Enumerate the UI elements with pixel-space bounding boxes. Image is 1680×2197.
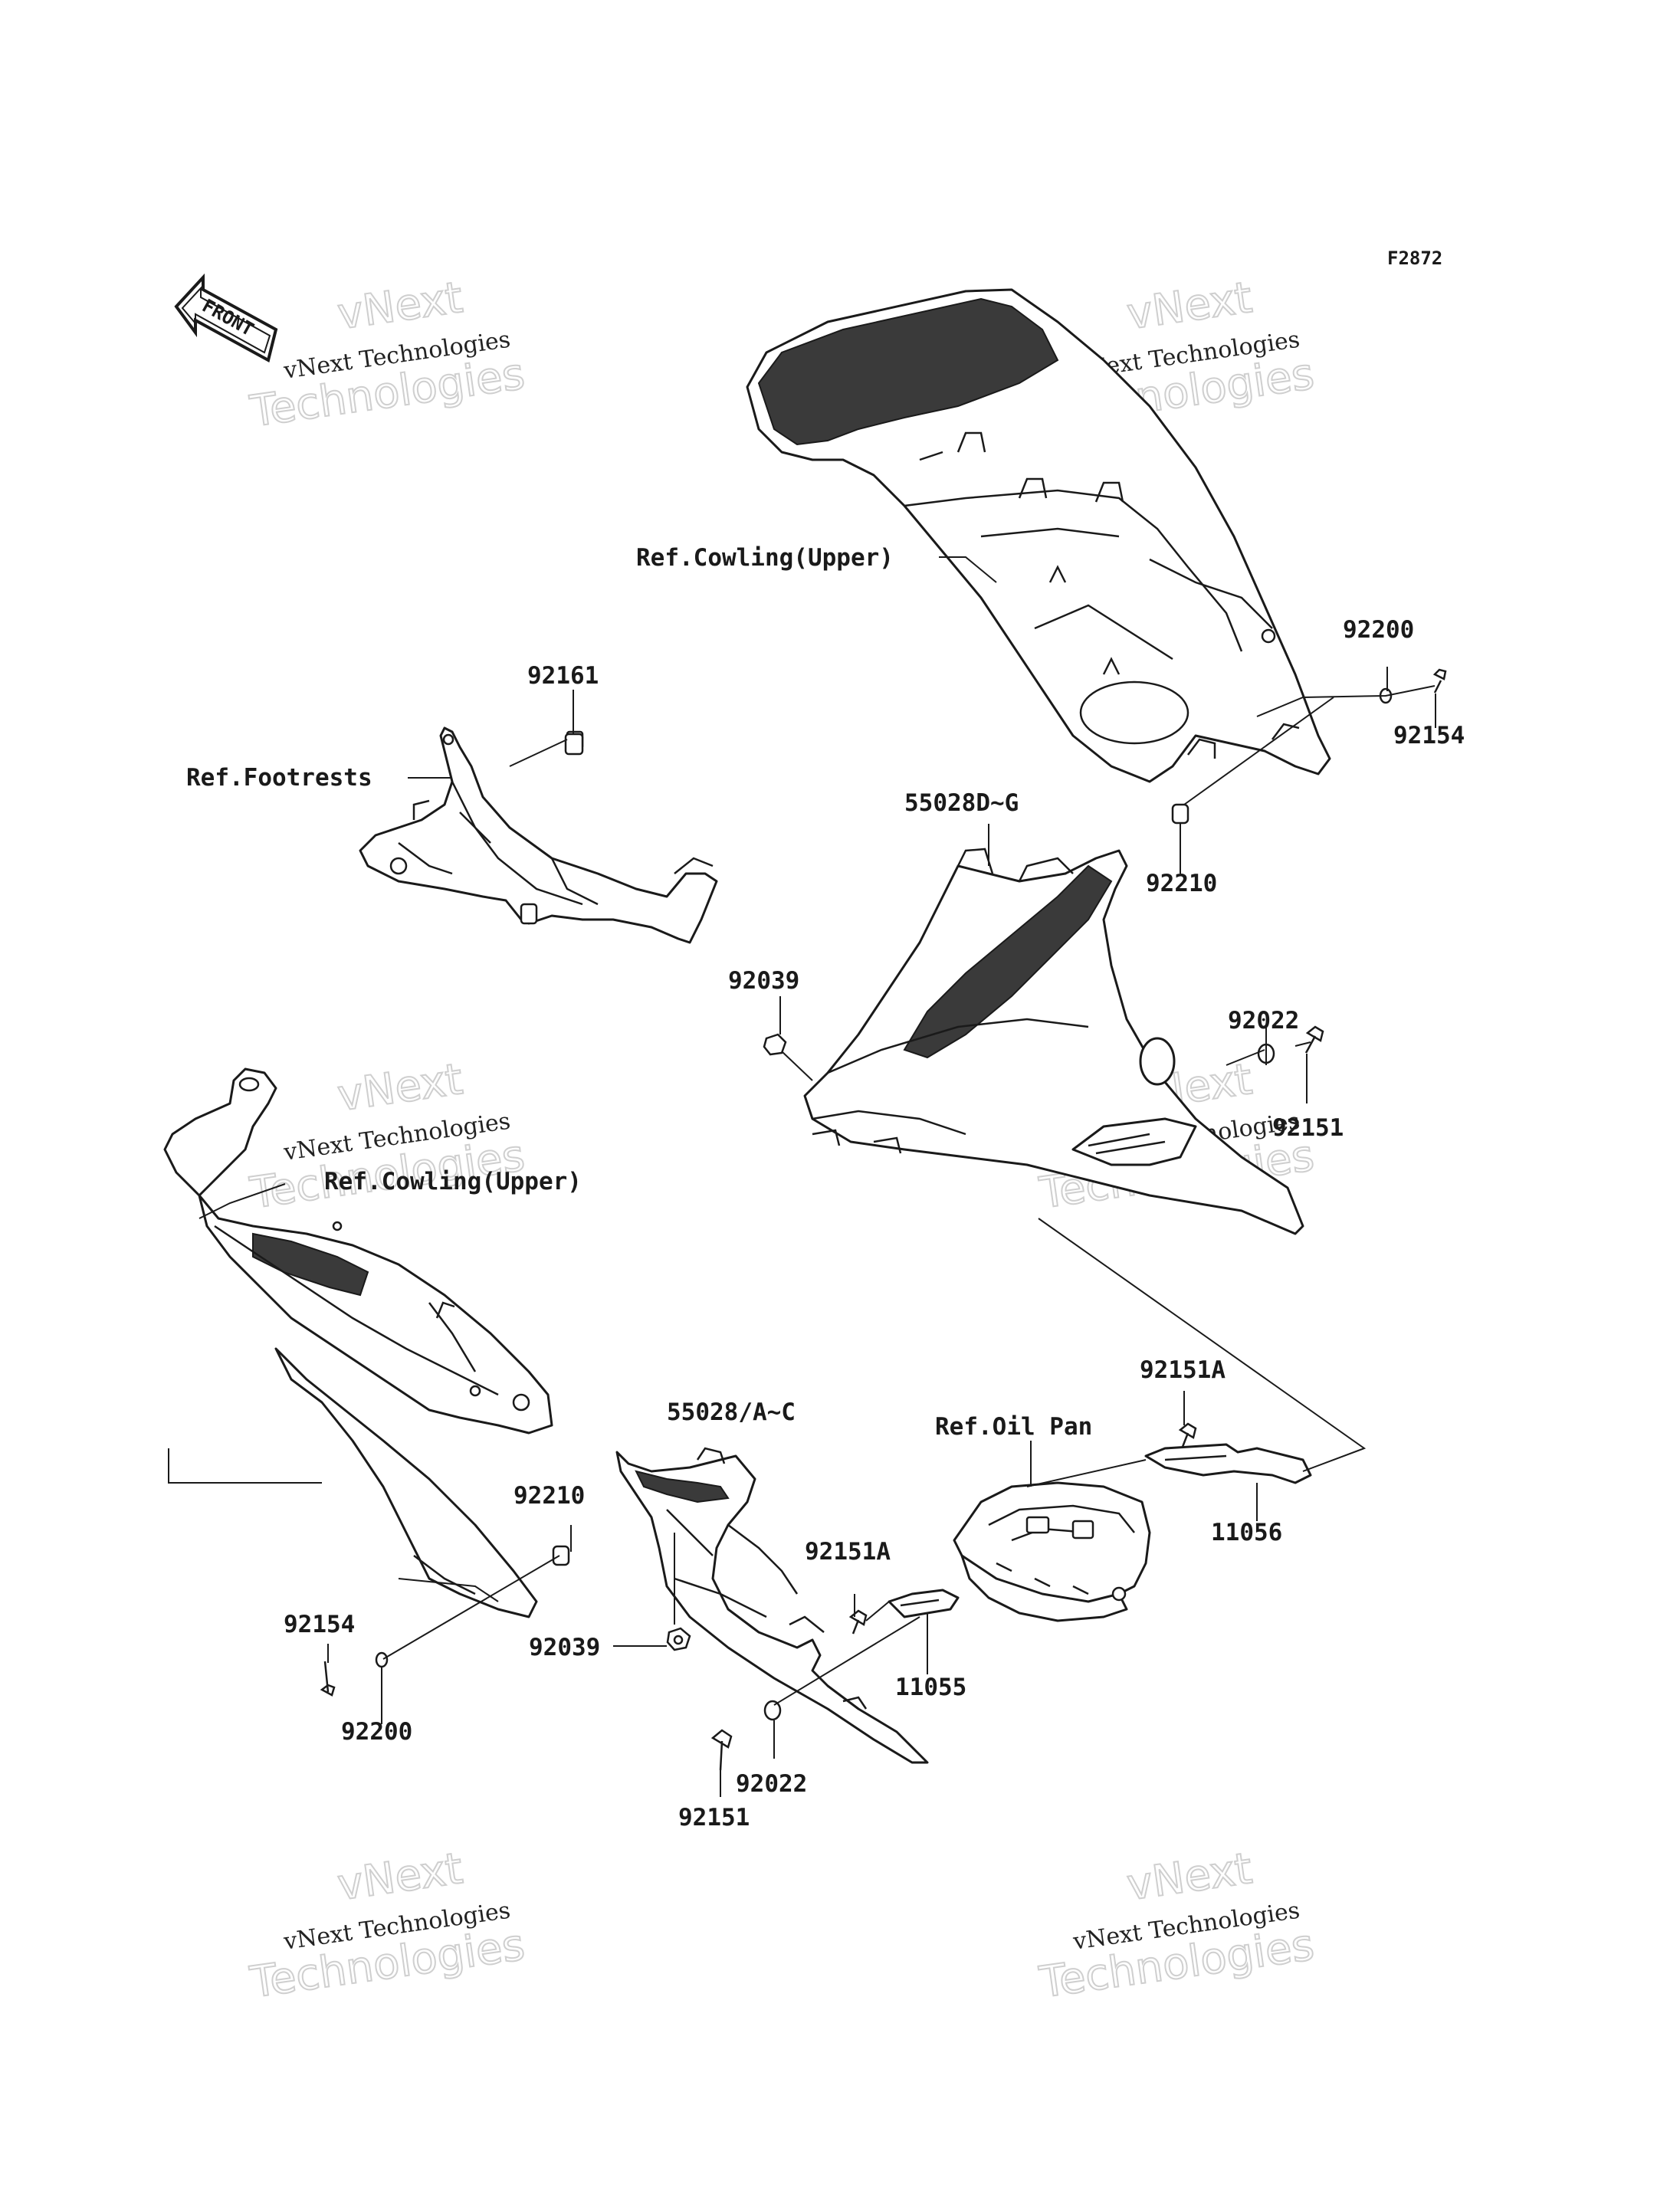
bracket-11056-drawing [1144, 1443, 1312, 1484]
hardware-92151-a [1304, 1025, 1324, 1054]
part-92210-label-b: 92210 [514, 1482, 585, 1510]
lower-cowling-right-drawing [803, 848, 1304, 1235]
hardware-92154-a [1432, 668, 1447, 694]
oil-pan-drawing [953, 1481, 1151, 1622]
hardware-92039-b [666, 1627, 691, 1651]
part-92151-label-b: 92151 [678, 1804, 750, 1831]
part-92022-label-b: 92022 [736, 1770, 807, 1798]
svg-text:vNext: vNext [1124, 273, 1255, 339]
ref-cowling-upper-label-a: Ref.Cowling(Upper) [636, 544, 894, 572]
leader-lines [168, 556, 1436, 1797]
part-92200-label-a: 92200 [1343, 616, 1414, 644]
svg-text:vNext: vNext [335, 1054, 466, 1121]
part-92151A-label-a: 92151A [1140, 1356, 1226, 1384]
ref-oil-pan-label: Ref.Oil Pan [935, 1413, 1092, 1441]
part-55028-ac-label: 55028/A~C [667, 1399, 796, 1426]
part-11055-label: 11055 [895, 1674, 966, 1701]
ref-footrests-label: Ref.Footrests [186, 764, 372, 792]
svg-text:vNext: vNext [1124, 1844, 1255, 1910]
part-92210-label-a: 92210 [1146, 870, 1217, 897]
hardware-92154-b [320, 1661, 336, 1697]
upper-cowling-left-drawing [163, 1067, 553, 1618]
bracket-11055-drawing [888, 1589, 960, 1618]
hardware-92151-b [710, 1729, 733, 1771]
part-92151A-label-b: 92151A [805, 1538, 891, 1566]
upper-cowling-right-drawing [746, 288, 1331, 783]
hardware-92210-b [552, 1545, 570, 1566]
part-92039-label-b: 92039 [529, 1634, 600, 1661]
footrest-bracket-drawing [359, 726, 718, 944]
svg-text:vNext: vNext [335, 1844, 466, 1910]
hardware-92151A-a [1178, 1422, 1197, 1448]
hardware-92200-b [375, 1651, 389, 1668]
diagram-code: F2872 [1387, 248, 1442, 269]
part-92039-label-a: 92039 [728, 967, 799, 995]
part-92022-label-a: 92022 [1228, 1007, 1299, 1035]
watermark-bottom-right: vNext vNext Technologies Technologies [1035, 1843, 1317, 2008]
part-92154-label-b: 92154 [284, 1611, 355, 1638]
lower-cowling-left-drawing [615, 1447, 929, 1764]
hardware-92151A-b [848, 1609, 868, 1635]
front-arrow-icon: FRONT [174, 273, 278, 362]
part-92161-label: 92161 [527, 662, 599, 690]
watermark-bottom-left: vNext vNext Technologies Technologies [246, 1843, 528, 2008]
watermark-top-left: vNext vNext Technologies Technologies [246, 272, 528, 438]
part-92200-label-b: 92200 [341, 1718, 412, 1746]
part-92154-label-a: 92154 [1393, 722, 1465, 749]
hardware-92039-a [763, 1033, 787, 1056]
hardware-92022-b [763, 1700, 782, 1721]
svg-text:vNext: vNext [335, 273, 466, 339]
part-92151-label-a: 92151 [1272, 1114, 1344, 1142]
ref-cowling-upper-label-b: Ref.Cowling(Upper) [324, 1168, 582, 1195]
hardware-92210-a [1171, 803, 1189, 825]
part-55028-dg-label: 55028D~G [904, 789, 1019, 817]
part-11056-label: 11056 [1211, 1519, 1282, 1546]
hardware-92161 [564, 733, 584, 756]
